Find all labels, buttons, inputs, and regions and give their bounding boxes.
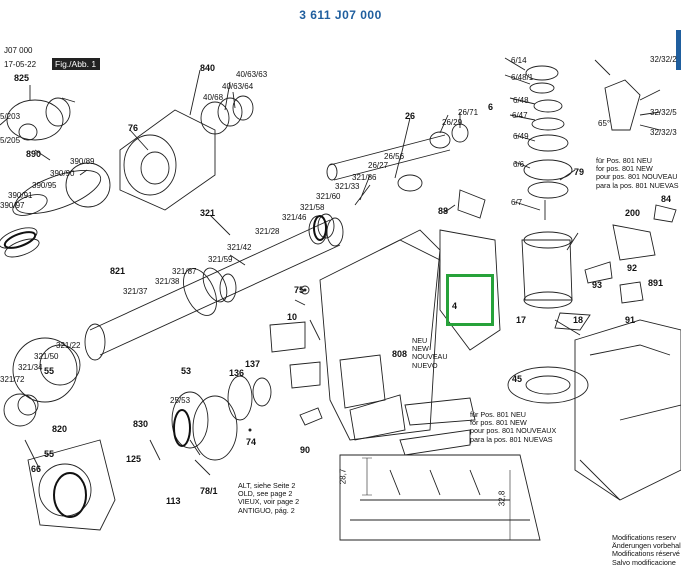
- callout-74: 74: [246, 437, 257, 447]
- callout-10: 10: [287, 312, 298, 322]
- callout-26-71: 26/71: [458, 108, 479, 117]
- callout-840: 840: [200, 63, 216, 73]
- callout-25-53: 25/53: [170, 396, 191, 405]
- callout-890: 890: [26, 149, 42, 159]
- callout-6-6: 6/6: [513, 160, 525, 169]
- callout-321-22: 321/22: [56, 341, 81, 350]
- callout-40-68: 40/68: [203, 93, 224, 102]
- callout-390-97: 390/97: [0, 201, 25, 210]
- callout-820: 820: [52, 424, 68, 434]
- callout-55b: 55: [44, 449, 55, 459]
- callout-84: 84: [661, 194, 672, 204]
- chuck-body: [6, 99, 64, 141]
- callout-6-49: 6/49: [513, 132, 529, 141]
- callout-53: 53: [181, 366, 192, 376]
- callout-390-95: 390/95: [32, 181, 57, 190]
- callout-4: 4: [452, 301, 458, 311]
- callout-26-27: 26/27: [368, 161, 389, 170]
- callout-113: 113: [166, 496, 181, 506]
- part-number-title: 3 611 J07 000: [299, 8, 382, 22]
- callout-321-86: 321/86: [352, 173, 377, 182]
- callout-6: 6: [488, 102, 494, 112]
- callout-821: 821: [110, 266, 126, 276]
- callout-321-34: 321/34: [18, 363, 43, 372]
- callout-808: 808: [392, 349, 408, 359]
- callout-66: 66: [31, 464, 42, 474]
- doc-code: J07 000: [4, 46, 33, 55]
- callout-90: 90: [300, 445, 311, 455]
- callout-88: 88: [438, 206, 449, 216]
- callout-18: 18: [573, 315, 584, 325]
- highlight-box-part-4: [446, 274, 494, 326]
- callout-5-203: 5/203: [0, 112, 21, 121]
- callout-78-1: 78/1: [200, 486, 218, 496]
- note-neu: NEU NEW NOUVEAU NUEVO: [412, 336, 448, 370]
- callout-93: 93: [592, 280, 603, 290]
- callout-891: 891: [648, 278, 664, 288]
- callout-6-48: 6/48: [513, 96, 529, 105]
- figure-label: Fig./Abb. 1: [52, 58, 100, 70]
- note-new-switch: für Pos. 801 NEU for pos. 801 NEW pour p…: [470, 410, 557, 444]
- callout-321-33: 321/33: [335, 182, 360, 191]
- callout-26-29: 26/29: [442, 118, 463, 127]
- callout-137: 137: [245, 359, 261, 369]
- callout-40-63-63: 40/63/63: [236, 70, 268, 79]
- callout-321-50: 321/50: [34, 352, 59, 361]
- callout-390-90: 390/90: [50, 169, 75, 178]
- callout-321-38: 321/38: [155, 277, 180, 286]
- doc-date: 17-05-22: [4, 60, 37, 69]
- callout-200: 200: [625, 208, 641, 218]
- callout-32-32-5: 32/32/5: [650, 108, 677, 117]
- callout-91: 91: [625, 315, 636, 325]
- callout-17: 17: [516, 315, 527, 325]
- callout-136: 136: [229, 368, 245, 378]
- page-edge-tab: [676, 30, 681, 70]
- callout-321-72: 321/72: [0, 375, 25, 384]
- callout-26-56: 26/56: [384, 152, 405, 161]
- callout-390-91: 390/91: [8, 191, 33, 200]
- callout-321-28: 321/28: [255, 227, 280, 236]
- callout-6-47: 6/47: [512, 111, 528, 120]
- callout-75: 75: [294, 285, 305, 295]
- callout-6-48-1: 6/48/1: [511, 73, 534, 82]
- callout-321-58: 321/58: [300, 203, 325, 212]
- callout-76: 76: [128, 123, 139, 133]
- note-alt: ALT, siehe Seite 2 OLD, see page 2 VIEUX…: [238, 481, 300, 515]
- callout-321-59: 321/59: [208, 255, 233, 264]
- angle-65: 65°: [598, 119, 611, 128]
- callout-125: 125: [126, 454, 142, 464]
- callout-45: 45: [512, 374, 523, 384]
- callout-32-32-3: 32/32/3: [650, 128, 677, 137]
- callout-79: 79: [574, 167, 585, 177]
- callout-825: 825: [14, 73, 30, 83]
- callout-32-32-2: 32/32/2: [650, 55, 677, 64]
- dimension-28-7: 28,7: [338, 468, 348, 485]
- dimension-32-8: 32,8: [497, 490, 507, 507]
- callout-390-89: 390/89: [70, 157, 95, 166]
- note-new-motor: für Pos. 801 NEU for pos. 801 NEW pour p…: [596, 156, 679, 190]
- callout-6-7: 6/7: [511, 198, 523, 207]
- callout-321-46: 321/46: [282, 213, 307, 222]
- callout-5-205: 5/205: [0, 136, 21, 145]
- callout-321-37: 321/37: [123, 287, 148, 296]
- callout-40-63-64: 40/63/64: [222, 82, 254, 91]
- callout-321-87: 321/87: [172, 267, 197, 276]
- callout-55: 55: [44, 366, 55, 376]
- callout-6-14: 6/14: [511, 56, 527, 65]
- callout-321-60: 321/60: [316, 192, 341, 201]
- callout-92: 92: [627, 263, 638, 273]
- callout-321-42: 321/42: [227, 243, 252, 252]
- callout-321: 321: [200, 208, 216, 218]
- note-modifications: Modifications reserv Änderungen vorbehal…: [612, 533, 681, 567]
- callout-830: 830: [133, 419, 149, 429]
- callout-26: 26: [405, 111, 416, 121]
